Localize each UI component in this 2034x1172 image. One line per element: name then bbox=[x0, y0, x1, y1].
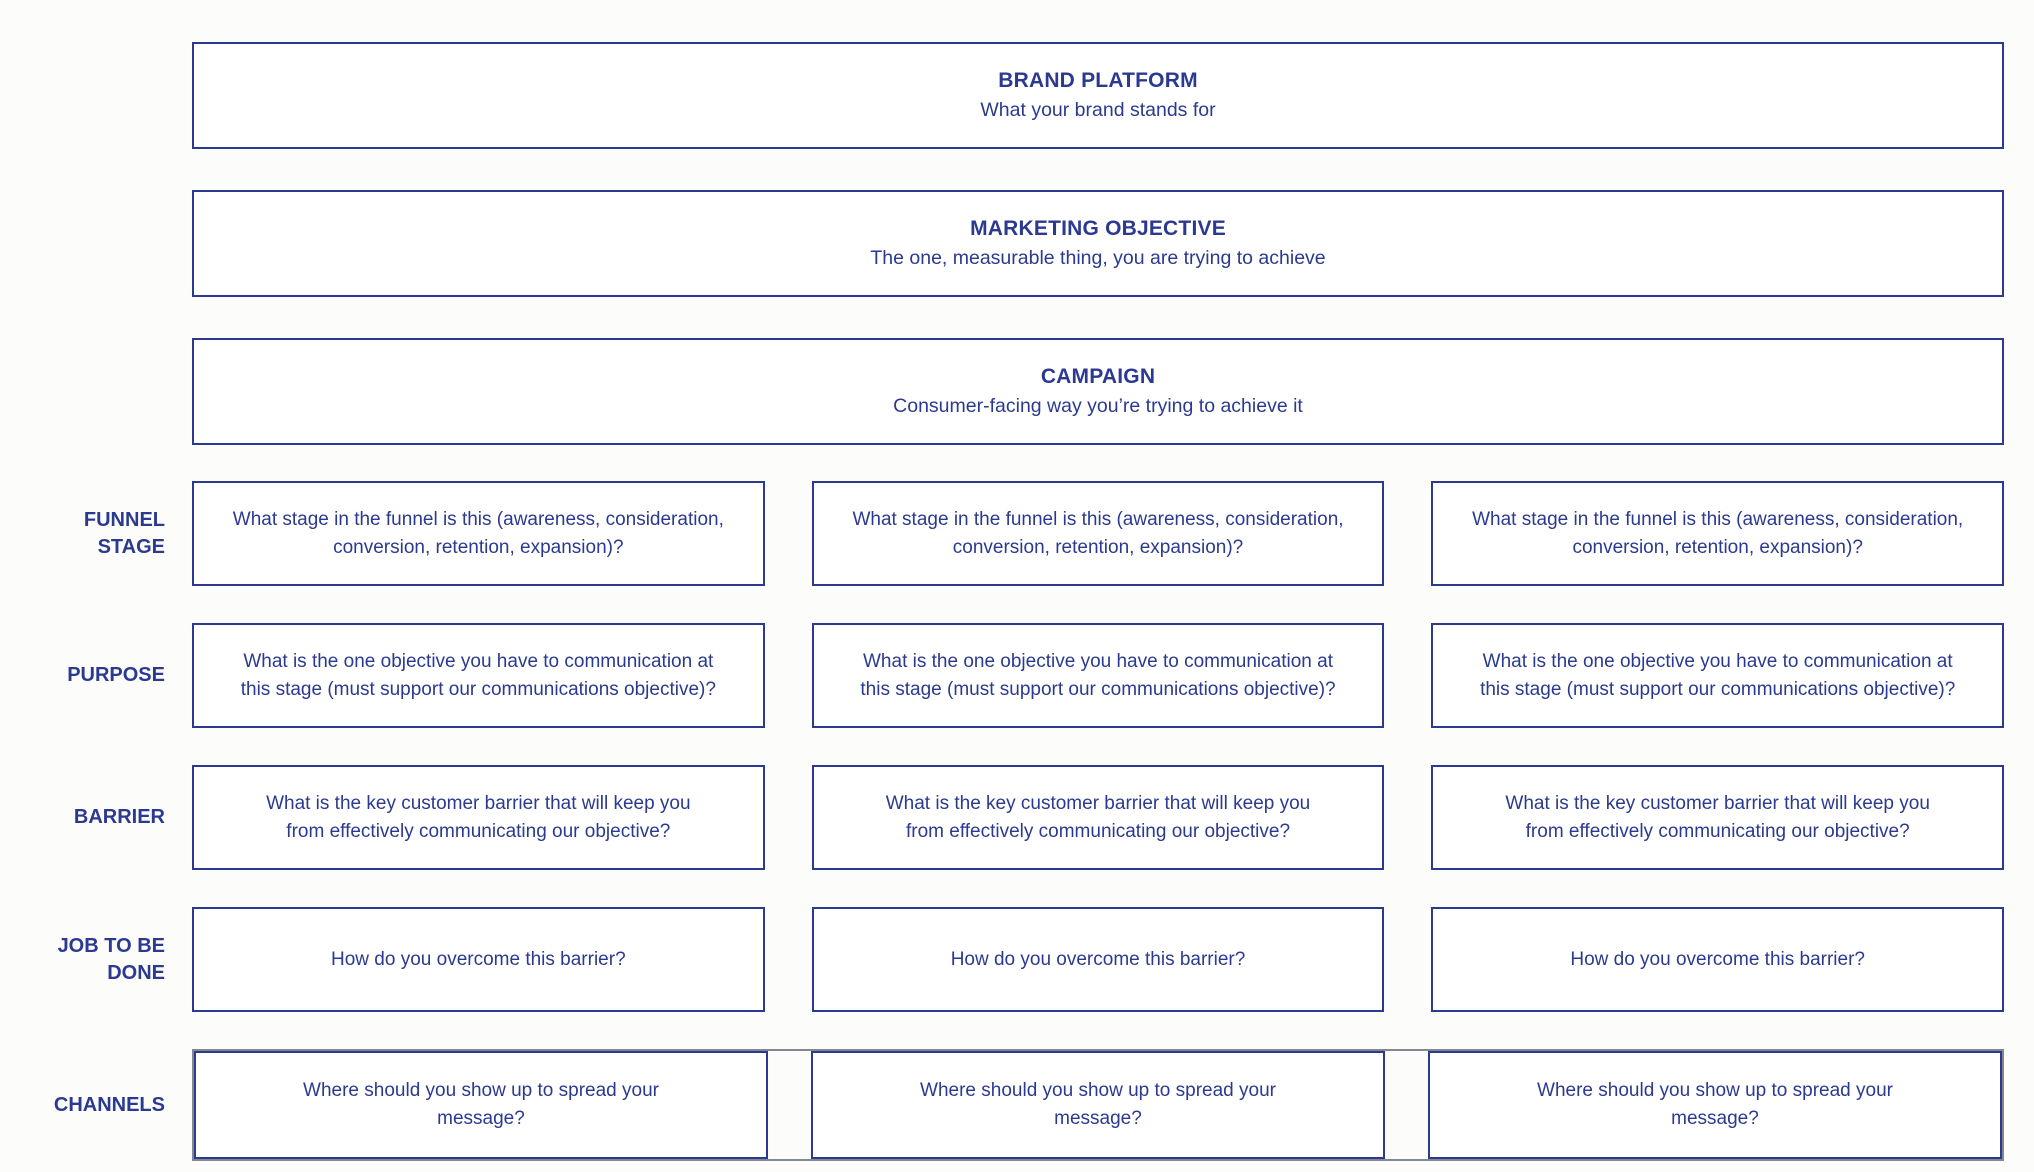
barrier-cells: What is the key customer barrier that wi… bbox=[192, 765, 2005, 870]
row-label-barrier: BARRIER bbox=[0, 765, 192, 870]
purpose-cell-1: What is the one objective you have to co… bbox=[192, 623, 765, 728]
job-to-be-done-cell-3: How do you overcome this barrier? bbox=[1431, 907, 2005, 1012]
campaign-box: CAMPAIGN Consumer-facing way you’re tryi… bbox=[192, 338, 2004, 445]
framework-rows-section: FUNNEL STAGE What stage in the funnel is… bbox=[0, 481, 2034, 1161]
job-to-be-done-cells: How do you overcome this barrier? How do… bbox=[192, 907, 2005, 1012]
row-label-text: PURPOSE bbox=[67, 664, 165, 686]
campaign-subtitle: Consumer-facing way you’re trying to ach… bbox=[893, 395, 1303, 418]
channels-cell-1: Where should you show up to spread your … bbox=[194, 1051, 768, 1159]
row-label-text: BARRIER bbox=[73, 806, 165, 828]
row-label-channels: CHANNELS bbox=[0, 1049, 192, 1161]
funnel-stage-cell-2: What stage in the funnel is this (awaren… bbox=[811, 481, 1385, 586]
funnel-stage-cell-1: What stage in the funnel is this (awaren… bbox=[192, 481, 765, 586]
cell-text: Where should you show up to spread your … bbox=[920, 1080, 1276, 1129]
top-banner-section: BRAND PLATFORM What your brand stands fo… bbox=[192, 42, 2004, 445]
row-job-to-be-done: JOB TO BE DONE How do you overcome this … bbox=[0, 907, 2034, 1012]
row-funnel-stage: FUNNEL STAGE What stage in the funnel is… bbox=[0, 481, 2034, 586]
job-to-be-done-cell-1: How do you overcome this barrier? bbox=[192, 907, 765, 1012]
channels-cell-3: Where should you show up to spread your … bbox=[1428, 1051, 2002, 1159]
row-barrier: BARRIER What is the key customer barrier… bbox=[0, 765, 2034, 870]
job-to-be-done-cell-2: How do you overcome this barrier? bbox=[811, 907, 1385, 1012]
cell-text: How do you overcome this barrier? bbox=[950, 948, 1246, 970]
cell-text: What stage in the funnel is this (awaren… bbox=[1472, 508, 1964, 558]
row-purpose: PURPOSE What is the one objective you ha… bbox=[0, 623, 2034, 728]
purpose-cell-2: What is the one objective you have to co… bbox=[811, 623, 1385, 728]
funnel-stage-cells: What stage in the funnel is this (awaren… bbox=[192, 481, 2005, 586]
cell-text: What is the one objective you have to co… bbox=[860, 650, 1336, 700]
campaign-title: CAMPAIGN bbox=[1040, 364, 1156, 388]
purpose-cells: What is the one objective you have to co… bbox=[192, 623, 2005, 728]
row-label-text: JOB TO BE DONE bbox=[57, 934, 165, 984]
row-label-funnel-stage: FUNNEL STAGE bbox=[0, 481, 192, 586]
cell-text: What stage in the funnel is this (awaren… bbox=[852, 508, 1344, 558]
row-label-job-to-be-done: JOB TO BE DONE bbox=[0, 907, 192, 1012]
channels-cells-frame: Where should you show up to spread your … bbox=[192, 1049, 2004, 1161]
cell-text: What is the key customer barrier that wi… bbox=[266, 792, 691, 842]
barrier-cell-1: What is the key customer barrier that wi… bbox=[192, 765, 765, 870]
brand-platform-box: BRAND PLATFORM What your brand stands fo… bbox=[192, 42, 2004, 149]
row-channels: CHANNELS Where should you show up to spr… bbox=[0, 1049, 2034, 1161]
marketing-objective-subtitle: The one, measurable thing, you are tryin… bbox=[870, 247, 1326, 270]
brand-platform-title: BRAND PLATFORM bbox=[998, 68, 1198, 92]
row-label-text: FUNNEL STAGE bbox=[83, 508, 165, 558]
cell-text: What is the key customer barrier that wi… bbox=[885, 792, 1311, 842]
cell-text: What stage in the funnel is this (awaren… bbox=[232, 508, 724, 558]
cell-text: What is the one objective you have to co… bbox=[1480, 650, 1956, 700]
funnel-stage-cell-3: What stage in the funnel is this (awaren… bbox=[1431, 481, 2005, 586]
cell-text: How do you overcome this barrier? bbox=[331, 948, 626, 970]
cell-text: Where should you show up to spread your … bbox=[303, 1080, 659, 1129]
cell-text: How do you overcome this barrier? bbox=[1570, 948, 1865, 970]
barrier-cell-3: What is the key customer barrier that wi… bbox=[1431, 765, 2005, 870]
row-label-purpose: PURPOSE bbox=[0, 623, 192, 728]
brand-platform-subtitle: What your brand stands for bbox=[980, 99, 1216, 122]
channels-cell-2: Where should you show up to spread your … bbox=[811, 1051, 1385, 1159]
barrier-cell-2: What is the key customer barrier that wi… bbox=[811, 765, 1385, 870]
marketing-objective-box: MARKETING OBJECTIVE The one, measurable … bbox=[192, 190, 2004, 297]
marketing-objective-title: MARKETING OBJECTIVE bbox=[970, 216, 1226, 240]
cell-text: Where should you show up to spread your … bbox=[1537, 1080, 1893, 1129]
cell-text: What is the key customer barrier that wi… bbox=[1505, 792, 1930, 842]
cell-text: What is the one objective you have to co… bbox=[240, 650, 716, 700]
purpose-cell-3: What is the one objective you have to co… bbox=[1431, 623, 2005, 728]
row-label-text: CHANNELS bbox=[53, 1093, 165, 1116]
